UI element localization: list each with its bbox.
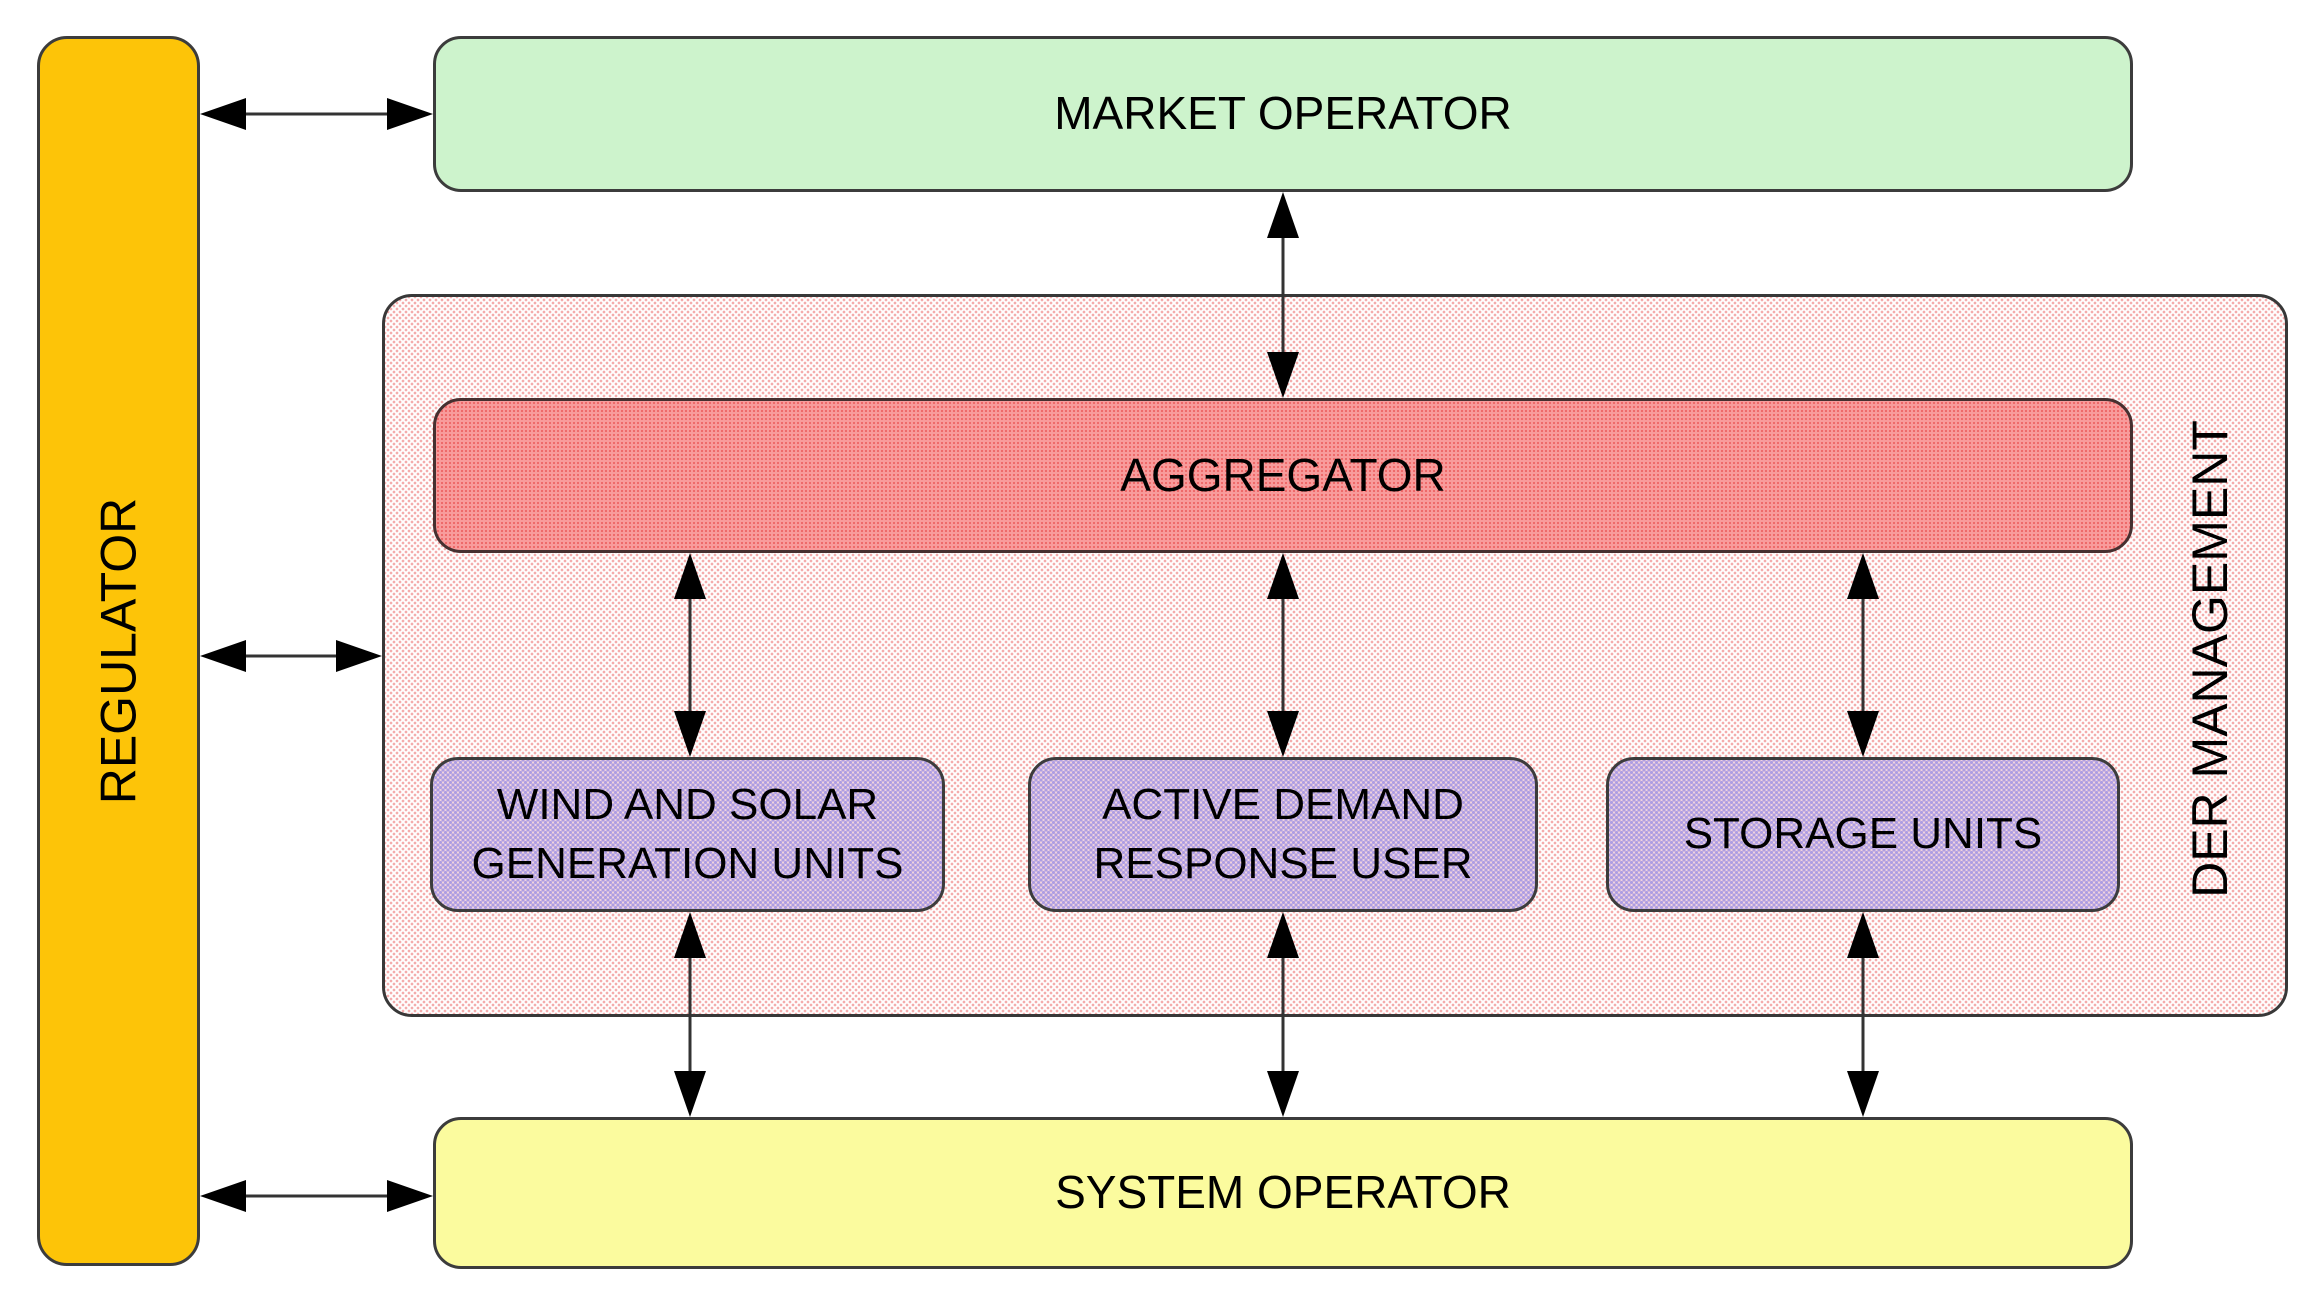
node-market-operator: MARKET OPERATOR <box>433 36 2133 192</box>
arrow-aggregator-storage-units-icon <box>1847 553 1879 757</box>
arrow-aggregator-adr-user-icon <box>1267 553 1299 757</box>
arrow-regulator-market-operator-icon <box>200 98 433 130</box>
node-storage-units: STORAGE UNITS <box>1606 757 2120 912</box>
arrow-regulator-system-operator-icon <box>200 1180 433 1212</box>
arrow-market-operator-aggregator-icon <box>1267 192 1299 398</box>
aggregator-label: AGGREGATOR <box>1120 448 1446 501</box>
wind-solar-label: WIND AND SOLAR GENERATION UNITS <box>471 780 904 888</box>
node-active-demand-response-user: ACTIVE DEMAND RESPONSE USER <box>1028 757 1538 912</box>
node-system-operator: SYSTEM OPERATOR <box>433 1117 2133 1269</box>
system-operator-label: SYSTEM OPERATOR <box>1055 1166 1511 1219</box>
node-regulator: REGULATOR <box>37 36 200 1266</box>
arrow-wind-solar-system-operator-icon <box>674 912 706 1117</box>
arrow-regulator-der-management-icon <box>200 640 382 672</box>
arrow-storage-units-system-operator-icon <box>1847 912 1879 1117</box>
regulator-label: REGULATOR <box>90 497 146 805</box>
node-aggregator: AGGREGATOR <box>433 398 2133 553</box>
storage-units-label: STORAGE UNITS <box>1683 809 2043 859</box>
arrow-aggregator-wind-solar-icon <box>674 553 706 757</box>
arrow-adr-user-system-operator-icon <box>1267 912 1299 1117</box>
der-management-label: DER MANAGEMENT <box>2182 420 2238 898</box>
node-wind-solar-generation-units: WIND AND SOLAR GENERATION UNITS <box>430 757 945 912</box>
adr-user-label: ACTIVE DEMAND RESPONSE USER <box>1093 780 1473 888</box>
market-operator-label: MARKET OPERATOR <box>1054 87 1512 140</box>
